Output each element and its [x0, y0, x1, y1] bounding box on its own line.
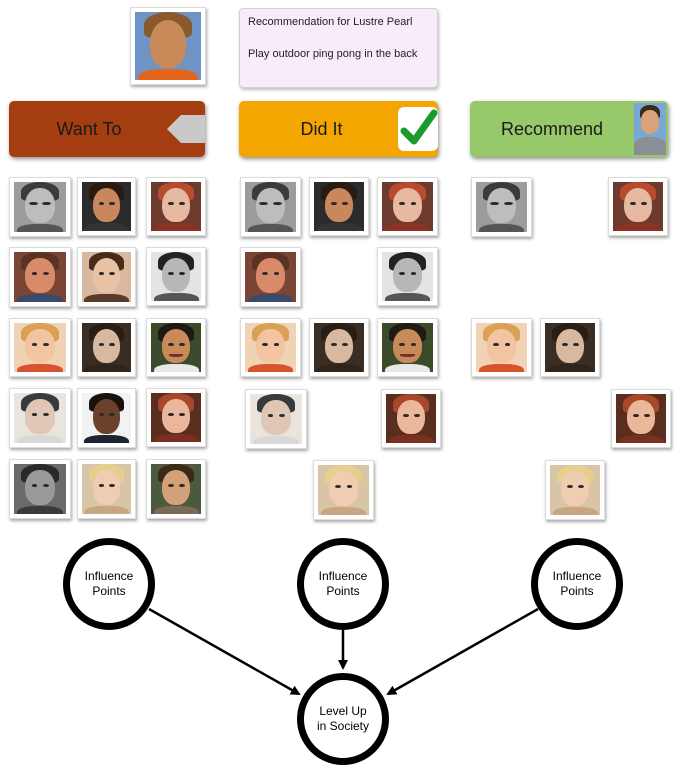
friend-photo[interactable]: [9, 459, 71, 519]
friend-photo[interactable]: [545, 460, 605, 520]
friend-photo[interactable]: [608, 177, 668, 236]
friend-photo[interactable]: [77, 318, 136, 377]
friend-photo[interactable]: [146, 247, 206, 306]
did-it-button[interactable]: Did It: [239, 101, 438, 157]
checkmark-icon: [398, 107, 438, 151]
back-arrow-icon: [167, 115, 205, 143]
friend-photo[interactable]: [377, 177, 438, 236]
did-it-label: Did It: [300, 118, 343, 139]
friend-photo[interactable]: [77, 177, 136, 236]
friend-photo[interactable]: [240, 247, 301, 307]
friend-photo[interactable]: [471, 177, 532, 237]
recommendation-message: Play outdoor ping pong in the back: [248, 48, 418, 60]
friend-photo[interactable]: [313, 460, 374, 520]
friend-photo[interactable]: [240, 318, 301, 377]
avatar-icon: [634, 103, 666, 155]
friend-photo[interactable]: [9, 247, 71, 307]
want-to-label: Want To: [56, 118, 122, 139]
friend-photo[interactable]: [377, 318, 438, 377]
want-to-button[interactable]: Want To: [9, 101, 205, 157]
friend-photo[interactable]: [309, 318, 369, 377]
friend-photo[interactable]: [77, 459, 136, 519]
friend-photo[interactable]: [146, 177, 206, 236]
friend-photo[interactable]: [377, 247, 438, 306]
node-label: Points: [560, 584, 594, 598]
friend-photo[interactable]: [9, 177, 71, 237]
friend-photo[interactable]: [146, 318, 206, 377]
node-label: Influence: [318, 569, 368, 583]
recommend-button[interactable]: Recommend: [470, 101, 668, 157]
friend-photo[interactable]: [9, 318, 71, 377]
friend-photo[interactable]: [77, 388, 136, 448]
friend-photo[interactable]: [309, 177, 369, 236]
node-label: Points: [326, 584, 360, 598]
friend-photo[interactable]: [146, 459, 206, 519]
recommendation-box: Recommendation for Lustre Pearl Play out…: [239, 8, 438, 88]
influence-points-node: Influence Points: [63, 538, 155, 630]
influence-points-node: Influence Points: [531, 538, 623, 630]
arrow-influence-3-to-level-up: [386, 607, 539, 696]
level-up-node: Level Up in Society: [297, 673, 389, 765]
friend-photo[interactable]: [611, 389, 671, 448]
node-label: Points: [92, 584, 126, 598]
friend-photo[interactable]: [77, 247, 136, 307]
node-label: Influence: [84, 569, 134, 583]
friend-photo[interactable]: [540, 318, 600, 377]
friend-photo[interactable]: [381, 389, 441, 448]
recommendation-title: Recommendation for Lustre Pearl: [248, 16, 413, 28]
friend-photo[interactable]: [245, 389, 307, 449]
friend-photo[interactable]: [471, 318, 532, 377]
friend-photo[interactable]: [9, 388, 71, 448]
influence-points-node: Influence Points: [297, 538, 389, 630]
friend-photo[interactable]: [240, 177, 301, 237]
node-label: in Society: [316, 719, 370, 733]
user-avatar[interactable]: [130, 7, 206, 85]
node-label: Level Up: [319, 704, 367, 718]
friend-photo[interactable]: [146, 388, 206, 447]
node-label: Influence: [552, 569, 602, 583]
recommend-label: Recommend: [500, 118, 604, 139]
arrow-influence-1-to-level-up: [148, 607, 301, 696]
